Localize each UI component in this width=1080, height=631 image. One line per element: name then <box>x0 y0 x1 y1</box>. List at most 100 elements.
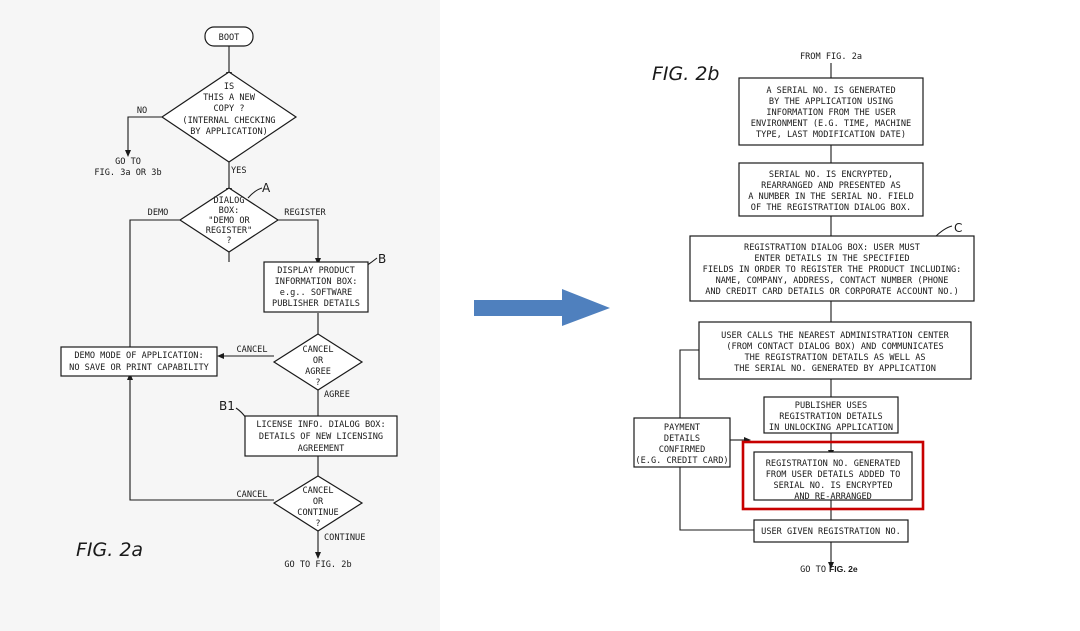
boot-terminal: BOOT <box>204 26 254 47</box>
user-given-label: USER GIVEN REGISTRATION NO. <box>761 527 901 537</box>
serial-encrypted-box: SERIAL NO. IS ENCRYPTED, REARRANGED AND … <box>738 162 924 217</box>
goto-prefix: GO TO <box>800 565 826 575</box>
q-continue-line: CONTINUE <box>297 508 338 518</box>
goto-fig-3-line: FIG. 3a OR 3b <box>94 168 161 178</box>
no-label: NO <box>137 106 147 116</box>
publisher-line: PUBLISHER USES <box>795 401 867 411</box>
label-c: C <box>954 221 962 235</box>
user-calls-line: USER CALLS THE NEAREST ADMINISTRATION CE… <box>721 331 949 341</box>
goto-fig-3-line: GO TO <box>115 157 141 167</box>
goto-fig-2e: FIG. 2e <box>829 564 858 574</box>
product-box-line: PUBLISHER DETAILS <box>272 299 360 309</box>
q-agree-line: AGREE <box>305 367 331 377</box>
q-agree-line: OR <box>313 356 324 366</box>
payment-line: DETAILS <box>664 434 700 444</box>
user-given-box: USER GIVEN REGISTRATION NO. <box>753 519 909 543</box>
serial-gen-line: TYPE, LAST MODIFICATION DATE) <box>756 130 906 140</box>
q-continue-line: OR <box>313 497 324 507</box>
figure-2b-diagram: FROM FIG. 2a FIG. 2b A SERIAL NO. IS GEN… <box>633 52 975 575</box>
serial-enc-line: REARRANGED AND PRESENTED AS <box>761 181 901 191</box>
q-dialog-line: BOX: <box>219 206 240 216</box>
decision-cancel-or-agree: CANCEL OR AGREE ? <box>272 333 364 391</box>
highlight-frame <box>741 440 925 511</box>
q-new-copy-line: (INTERNAL CHECKING <box>182 116 275 126</box>
user-calls-line: THE SERIAL NO. GENERATED BY APPLICATION <box>734 364 936 374</box>
q-continue-line: ? <box>315 519 320 529</box>
registration-no-generated-box: REGISTRATION NO. GENERATED FROM USER DET… <box>741 440 925 511</box>
license-box-line: AGREEMENT <box>298 444 345 454</box>
q-new-copy-line: BY APPLICATION) <box>190 127 268 137</box>
reg-dialog-line: REGISTRATION DIALOG BOX: USER MUST <box>744 243 920 253</box>
q-new-copy-line: IS <box>224 82 234 92</box>
reg-dialog-line: NAME, COMPANY, ADDRESS, CONTACT NUMBER (… <box>716 276 949 286</box>
demo-label: DEMO <box>148 208 169 218</box>
cancel-label-1: CANCEL <box>236 345 267 355</box>
serial-gen-line: BY THE APPLICATION USING <box>769 97 893 107</box>
q-dialog-line: "DEMO OR <box>208 216 250 226</box>
demo-mode-line: NO SAVE OR PRINT CAPABILITY <box>69 363 210 373</box>
publisher-uses-box: PUBLISHER USES REGISTRATION DETAILS IN U… <box>763 396 899 434</box>
reg-dialog-line: ENTER DETAILS IN THE SPECIFIED <box>754 254 909 264</box>
serial-enc-line: SERIAL NO. IS ENCRYPTED, <box>769 170 893 180</box>
user-calls-box: USER CALLS THE NEAREST ADMINISTRATION CE… <box>698 321 972 380</box>
publisher-line: REGISTRATION DETAILS <box>779 412 882 422</box>
label-b: B <box>378 252 386 266</box>
yes-label: YES <box>231 166 247 176</box>
payment-line: CONFIRMED <box>659 445 706 455</box>
reg-no-gen-line: SERIAL NO. IS ENCRYPTED <box>774 481 893 491</box>
figure-2a-panel: BOOT IS THIS A NEW COPY ? (INTERNAL CHEC… <box>0 0 440 631</box>
from-fig-2a: FROM FIG. 2a <box>800 52 862 62</box>
right-arrow-icon <box>474 289 610 326</box>
q-agree-line: CANCEL <box>302 345 333 355</box>
label-a: A <box>262 181 271 195</box>
cancel-label-2: CANCEL <box>236 490 267 500</box>
fig-2b-title: FIG. 2b <box>652 63 719 85</box>
publisher-line: IN UNLOCKING APPLICATION <box>769 423 893 433</box>
q-dialog-line: REGISTER" <box>206 226 253 236</box>
demo-mode-box: DEMO MODE OF APPLICATION: NO SAVE OR PRI… <box>60 346 218 377</box>
boot-label: BOOT <box>219 33 240 43</box>
license-box-line: LICENSE INFO. DIALOG BOX: <box>256 420 385 430</box>
decision-cancel-or-continue: CANCEL OR CONTINUE ? <box>272 475 364 532</box>
payment-confirmed-box: PAYMENT DETAILS CONFIRMED (E.G. CREDIT C… <box>633 417 731 468</box>
label-b1: B1 <box>219 399 235 413</box>
q-dialog-line: ? <box>226 236 231 246</box>
decision-new-copy: IS THIS A NEW COPY ? (INTERNAL CHECKING … <box>160 71 298 163</box>
product-box-line: INFORMATION BOX: <box>275 277 358 287</box>
user-calls-line: (FROM CONTACT DIALOG BOX) AND COMMUNICAT… <box>726 342 943 352</box>
product-box-line: e.g.. SOFTWARE <box>280 288 352 298</box>
reg-no-gen-line: REGISTRATION NO. GENERATED <box>766 459 901 469</box>
serial-enc-line: A NUMBER IN THE SERIAL NO. FIELD <box>748 192 914 202</box>
serial-gen-line: ENVIRONMENT (E.G. TIME, MACHINE <box>751 119 911 129</box>
reg-no-gen-line: FROM USER DETAILS ADDED TO <box>766 470 901 480</box>
decision-demo-or-register: DIALOG BOX: "DEMO OR REGISTER" ? <box>178 187 280 253</box>
product-box-line: DISPLAY PRODUCT <box>277 266 355 276</box>
payment-line: (E.G. CREDIT CARD) <box>635 456 728 466</box>
reg-no-gen-line: AND RE-ARRANGED <box>794 492 872 502</box>
reg-dialog-line: FIELDS IN ORDER TO REGISTER THE PRODUCT … <box>703 265 962 275</box>
demo-mode-line: DEMO MODE OF APPLICATION: <box>74 351 203 361</box>
reg-dialog-line: AND CREDIT CARD DETAILS OR CORPORATE ACC… <box>705 287 959 297</box>
license-info-box: LICENSE INFO. DIALOG BOX: DETAILS OF NEW… <box>244 415 398 457</box>
q-new-copy-line: THIS A NEW <box>203 93 256 103</box>
q-agree-line: ? <box>315 378 320 388</box>
q-new-copy-line: COPY ? <box>213 104 244 114</box>
serial-enc-line: OF THE REGISTRATION DIALOG BOX. <box>751 203 911 213</box>
payment-line: PAYMENT <box>664 423 700 433</box>
agree-label: AGREE <box>324 390 350 400</box>
user-calls-line: THE REGISTRATION DETAILS AS WELL AS <box>744 353 925 363</box>
serial-generated-box: A SERIAL NO. IS GENERATED BY THE APPLICA… <box>738 77 924 146</box>
register-label: REGISTER <box>284 208 326 218</box>
registration-dialog-box: REGISTRATION DIALOG BOX: USER MUST ENTER… <box>689 235 975 302</box>
figure-2b-panel: FROM FIG. 2a FIG. 2b A SERIAL NO. IS GEN… <box>610 0 1080 631</box>
license-box-line: DETAILS OF NEW LICENSING <box>259 432 383 442</box>
continue-label: CONTINUE <box>324 533 365 543</box>
product-info-box: DISPLAY PRODUCT INFORMATION BOX: e.g.. S… <box>263 261 369 313</box>
q-dialog-line: DIALOG <box>213 196 244 206</box>
fig-2a-title: FIG. 2a <box>76 539 143 561</box>
figure-2a-diagram: BOOT IS THIS A NEW COPY ? (INTERNAL CHEC… <box>60 26 398 570</box>
q-continue-line: CANCEL <box>302 486 333 496</box>
serial-gen-line: A SERIAL NO. IS GENERATED <box>766 86 895 96</box>
serial-gen-line: INFORMATION FROM THE USER <box>766 108 896 118</box>
goto-fig-2b: GO TO FIG. 2b <box>284 560 351 570</box>
